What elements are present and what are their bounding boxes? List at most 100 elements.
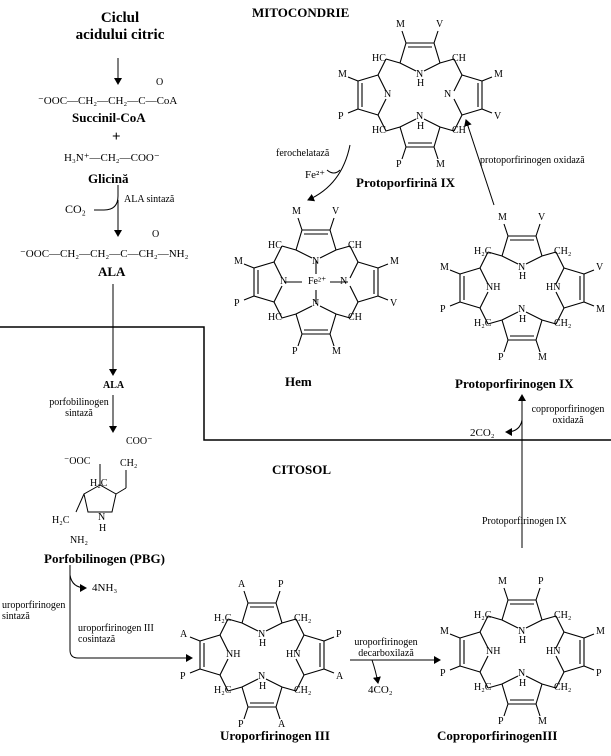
co2-4-product: 4CO₂ <box>368 684 393 696</box>
proto9-lb-label: P <box>338 111 344 122</box>
copro-rb-label: P <box>596 668 602 679</box>
proto9-br-label: M <box>436 159 445 170</box>
copro-mr-label: CH₂ <box>554 610 572 621</box>
arrow-proto9-to-hem <box>307 144 351 202</box>
hem-mt-label: HC <box>268 240 282 251</box>
protogen-n1-label: N <box>518 262 526 273</box>
ala-name: ALA <box>98 264 126 279</box>
citric-cycle-label: Ciclul acidului citric <box>60 10 180 44</box>
protogen-br-label: M <box>538 352 547 363</box>
pbg-h2c-left: H₂C <box>90 478 108 489</box>
proto9-n1h-label: H <box>417 78 425 89</box>
ala-synthase-enzyme: ALA sintază <box>124 194 175 205</box>
copro-lb-label: P <box>440 668 446 679</box>
hem-n3-label: N <box>312 298 320 309</box>
protogen-lb-label: P <box>440 304 446 315</box>
proto-oxidase-enzyme: protoporfirinogen oxidază <box>480 155 585 166</box>
ferrochelatase-enzyme: ferochelatază <box>276 148 330 159</box>
proto9-n1-label: N <box>416 69 424 80</box>
uro-rt-label: P <box>336 629 342 640</box>
ala-carbonyl-o: O <box>152 229 160 240</box>
hem-ml-label: CH <box>348 312 362 323</box>
cytosol-title: CITOSOL <box>272 462 332 477</box>
copro-tl-label: M <box>498 576 507 587</box>
pbg-synthase-line1: porfobilinogen <box>49 397 109 408</box>
glycine-formula: H₃N⁺—CH₂—COO⁻ <box>64 152 160 164</box>
copro-rt-label: M <box>596 626 605 637</box>
uro-cosynthase-enzyme: uroporfirinogen III cosintază <box>78 623 154 645</box>
protogen-rt-label: V <box>596 262 604 273</box>
copro-tr-label: P <box>538 576 544 587</box>
hem-n2-label: N <box>280 276 288 287</box>
protogen-name: Protoporfirinogen IX <box>455 376 574 391</box>
uro-lt-label: A <box>180 629 188 640</box>
copro-n3-label: N <box>518 668 526 679</box>
fe-ion: Fe²⁺ <box>305 169 326 181</box>
mitochondria-boundary <box>0 326 611 441</box>
hem-lb-label: P <box>234 298 240 309</box>
nh3-product: 4NH₃ <box>92 582 118 594</box>
protogen-n1h-label: H <box>519 271 527 282</box>
pbg-coo-left: ⁻OOC <box>64 456 91 467</box>
co2-2-product: 2CO₂ <box>470 427 495 439</box>
arrow-ala-synthase <box>94 185 119 211</box>
pbg-ch2-right: CH₂ <box>120 458 138 469</box>
uro-decarbox-line2: decarboxilază <box>358 648 414 659</box>
protogen-tr-label: V <box>538 212 546 223</box>
pbg-nh2: NH₂ <box>70 535 88 546</box>
proto9-n2-label: N <box>384 89 392 100</box>
hem-macrocycle <box>243 217 389 347</box>
hem-n1-label: N <box>312 256 320 267</box>
copro3-name: CoproporfirinogenIII <box>437 728 558 743</box>
proto9-tr-label: V <box>436 19 444 30</box>
succinyl-coa-name: Succinil-CoA <box>72 110 146 125</box>
uro-mt-label: H₂C <box>214 613 232 624</box>
uro-macrocycle <box>189 590 335 720</box>
glycine-name: Glicină <box>88 171 129 186</box>
pbg-name: Porfobilinogen (PBG) <box>44 551 165 566</box>
uro-cosynthase-line1: uroporfirinogen III <box>78 623 154 634</box>
protogen-n3h-label: H <box>519 314 527 325</box>
proto9-mr-label: CH <box>452 53 466 64</box>
uro-mr-label: CH₂ <box>294 613 312 624</box>
uro-lb-label: P <box>180 671 186 682</box>
pbg-ring-n: N <box>98 512 106 523</box>
uro-decarbox-line1: uroporfirinogen <box>354 637 418 648</box>
copro-mb-label: H₂C <box>474 682 492 693</box>
uro-synthase-line1: uroporfirinogen <box>2 600 66 611</box>
arrow-protogen-to-proto9 <box>464 119 495 206</box>
uro-cosynthase-line2: cosintază <box>78 634 116 645</box>
succinyl-formula: ⁻OOC—CH₂—CH₂—C—CoA <box>38 95 178 107</box>
hem-fe-label: Fe²⁺ <box>308 276 327 287</box>
copro-oxidase-enzyme: coproporfirinogen oxidază <box>528 404 608 426</box>
arrow-fe <box>326 169 341 174</box>
uro-tr-label: P <box>278 579 284 590</box>
protogen-n2-label: NH <box>486 282 501 293</box>
co2-product: CO₂ <box>65 202 86 216</box>
copro-n3h-label: H <box>519 678 527 689</box>
copro-n1h-label: H <box>519 635 527 646</box>
protogen-bl-label: P <box>498 352 504 363</box>
succinyl-carbonyl-o: O <box>156 77 164 88</box>
copro-n1-label: N <box>518 626 526 637</box>
copro-bl-label: P <box>498 716 504 727</box>
proto9-n3-label: N <box>416 111 424 122</box>
pbg-h2c-amine: H₂C <box>52 515 70 526</box>
citric-cycle-line1: Ciclul <box>100 10 140 26</box>
proto9-mb-label: HC <box>372 125 386 136</box>
proto9-rt-label: M <box>494 69 503 80</box>
proto9-tl-label: M <box>396 19 405 30</box>
uro-n3h-label: H <box>259 681 267 692</box>
uro3-name: Uroporfirinogen III <box>220 728 330 743</box>
arrow-nh3 <box>69 574 87 592</box>
hem-name: Hem <box>285 374 312 389</box>
proto9-n4-label: N <box>444 89 452 100</box>
proto9-n3h-label: H <box>417 121 425 132</box>
protogen-tl-label: M <box>498 212 507 223</box>
arrow-pbg-to-uro <box>69 565 193 662</box>
copro-mt-label: H₂C <box>474 610 492 621</box>
uro-rb-label: A <box>336 671 344 682</box>
arrow-co2-2 <box>505 419 523 436</box>
protogen-rb-label: M <box>596 304 605 315</box>
mitochondria-title: MITOCONDRIE <box>252 5 350 20</box>
